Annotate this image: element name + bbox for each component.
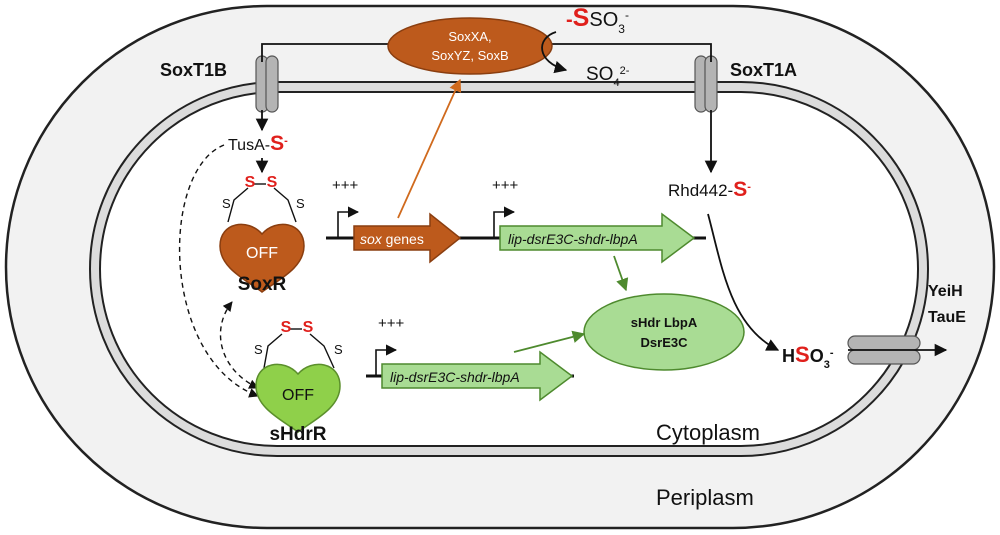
- thiosulfate-sub: 3: [618, 22, 625, 36]
- shdrr-state: OFF: [282, 387, 314, 404]
- sox-genes-italic: sox: [360, 231, 383, 247]
- bisulfite-h: H: [782, 346, 795, 366]
- sox-genes-arrow: [353, 212, 462, 264]
- tusa-sup: -: [284, 135, 288, 147]
- shdr-lbpa-dsre3c-complex: [583, 293, 745, 371]
- sox-genes-label: sox genes: [360, 231, 424, 247]
- tusa-sulfur: S: [270, 132, 284, 155]
- bisulfite-sub: 3: [824, 359, 830, 371]
- soxt1a-label: SoxT1A: [730, 60, 797, 80]
- soxr-shdrr-dashed-double-arrow: [219, 301, 259, 389]
- lip-top-promoter-label: +++: [492, 177, 519, 194]
- rhd442-sup: -: [747, 181, 751, 193]
- bisulfite-sup: -: [830, 347, 834, 359]
- sox-complex: [387, 17, 553, 75]
- shdr-complex-line2: DsrE3C: [641, 335, 689, 350]
- sulfate-sub: 4: [613, 77, 619, 89]
- lip-operon-bottom-arrow: [381, 350, 574, 402]
- lip-top-promoter: [493, 206, 516, 238]
- thiosulfate-sulfur: S: [573, 4, 590, 32]
- soxr-protein: [219, 183, 305, 293]
- lip-operon-bottom-label: lip-dsrE3C-shdr-lbpA: [390, 369, 520, 385]
- yeih-label: YeiH: [928, 283, 963, 300]
- bisulfite-sulfur: S: [795, 342, 810, 367]
- lip-bottom-promoter-label: +++: [378, 315, 405, 332]
- thiosulfate-label: -SSO3-: [566, 4, 629, 36]
- sox-genes-rest: genes: [382, 231, 424, 247]
- sox-promoter-label: +++: [332, 177, 359, 194]
- soxt1a-transporter: [694, 55, 718, 113]
- sox-complex-line1: SoxXA,: [448, 29, 491, 44]
- tusa-label: TusA-S-: [228, 132, 288, 155]
- sulfate-label: SO42-: [586, 64, 630, 89]
- soxr-state: OFF: [246, 245, 278, 262]
- bisulfite-label: HSO3-: [782, 342, 834, 371]
- soxt1b-label: SoxT1B: [160, 60, 227, 80]
- tusa-text: TusA-: [228, 137, 270, 154]
- shdrr-name: sHdrR: [269, 424, 326, 445]
- thiosulfate-minus: -: [566, 9, 573, 31]
- lip-operon-top-label: lip-dsrE3C-shdr-lbpA: [508, 231, 638, 247]
- sox-to-soxt1b-line: [261, 43, 392, 62]
- shdrr-s-bridge-2: S: [303, 319, 314, 336]
- soxr-s-right: S: [296, 196, 305, 211]
- periplasm-label: Periplasm: [656, 485, 754, 510]
- taue-label: TauE: [928, 309, 966, 326]
- bisulfite-rest: O: [810, 346, 824, 366]
- cytoplasm-label: Cytoplasm: [656, 420, 760, 445]
- soxr-s-left: S: [222, 196, 231, 211]
- rhd442-to-bisulfite-arrow: [707, 213, 780, 351]
- shdrr-s-left: S: [254, 342, 263, 357]
- lip-bottom-promoter: [375, 344, 398, 376]
- sox-genes-to-complex-arrow: [397, 78, 462, 219]
- sulfate-base: SO: [586, 64, 613, 85]
- soxt1b-transporter: [255, 55, 279, 113]
- soxr-s-bridge-1: S: [245, 174, 256, 191]
- soxr-name: SoxR: [238, 274, 287, 295]
- rhd442-label: Rhd442-S-: [668, 178, 751, 201]
- rhd442-sulfur: S: [733, 178, 747, 201]
- sulfate-sup: 2-: [620, 65, 630, 77]
- sox-complex-line2: SoxYZ, SoxB: [431, 48, 508, 63]
- shdrr-s-right: S: [334, 342, 343, 357]
- yeih-taue-transporter: [847, 335, 921, 365]
- lip-operon-top-arrow: [499, 212, 696, 264]
- shdrr-protein: [255, 328, 341, 433]
- thiosulfate-to-sulfate-arrow: [541, 31, 568, 74]
- rhd442-text: Rhd442-: [668, 181, 733, 200]
- sox-to-soxt1a-line: [550, 43, 712, 62]
- sox-promoter: [337, 206, 360, 238]
- shdr-complex-line1: sHdr LbpA: [631, 315, 698, 330]
- thiosulfate-sup: -: [625, 8, 629, 22]
- lip-top-to-complex-arrow: [613, 255, 629, 292]
- soxr-s-bridge-2: S: [267, 174, 278, 191]
- thiosulfate-rest: SO: [589, 9, 618, 31]
- shdrr-s-bridge-1: S: [281, 319, 292, 336]
- lip-bottom-to-complex-arrow: [513, 330, 586, 353]
